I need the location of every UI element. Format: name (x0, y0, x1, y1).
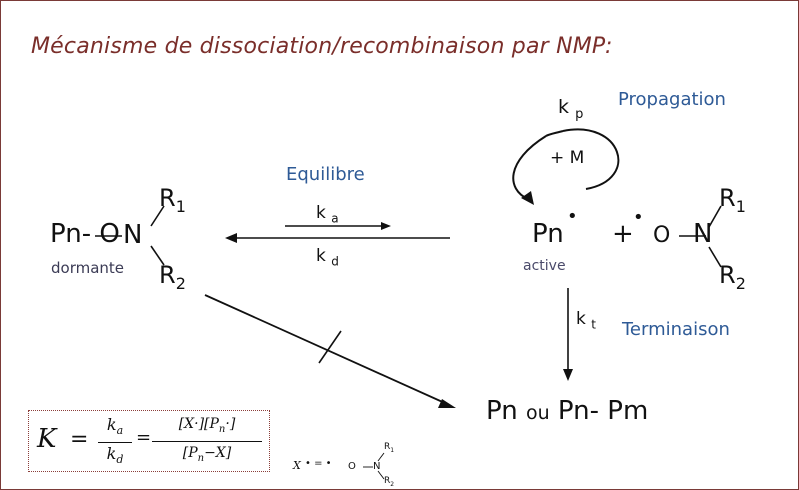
r2-label: R2 (159, 261, 186, 293)
kp-label: k p (558, 96, 584, 122)
equilibrium-constant-box (28, 410, 270, 472)
dormante-label: dormante (51, 259, 125, 277)
small-dot-eq: • = • (305, 458, 332, 469)
r1-label: R1 (159, 184, 186, 216)
active-label: active (523, 258, 566, 274)
propagation-arrowhead (521, 191, 534, 205)
small-r2-label: R2 (384, 476, 395, 488)
formula-equals-2: = (136, 427, 152, 448)
nitrogen-right-label: N (693, 219, 713, 249)
crossed-arrow (204, 294, 448, 405)
pn-o-label: Pn- O (50, 219, 120, 249)
formula-concentration-ratio: [X·][Pn·] [Pn−X] (152, 415, 262, 468)
equilibre-label: Equilibre (286, 164, 365, 185)
propagation-label: Propagation (618, 89, 726, 110)
small-r1-label: R1 (384, 442, 395, 454)
terminaison-label: Terminaison (622, 319, 730, 340)
radical-dot: • (567, 206, 578, 227)
ka-label: k a (316, 203, 339, 226)
kt-label: k t (576, 309, 596, 332)
backward-arrowhead (225, 233, 237, 243)
slide-title: Mécanisme de dissociation/recombinaison … (31, 34, 613, 59)
oxygen-label: O (653, 223, 671, 248)
product-label: Pn ou Pn- Pm (486, 396, 649, 426)
small-x-label: X (293, 459, 301, 472)
nitroxide-radical-dot: • (633, 207, 644, 228)
propagation-cycle-arrow (512, 128, 620, 200)
bond-n-r1 (150, 205, 165, 227)
r2-right-label: R2 (719, 261, 746, 293)
cross-mark (318, 330, 342, 364)
bond-n-r1-right (708, 205, 722, 228)
termination-arrowhead (563, 369, 573, 381)
formula-k: K (37, 424, 57, 454)
small-n-label: N (373, 461, 381, 472)
small-o-label: O (348, 461, 356, 472)
crossed-arrowhead (438, 399, 456, 408)
formula-ka-over-kd: ka kd (98, 416, 132, 469)
pn-active-label: Pn (532, 219, 564, 249)
plus-monomer-label: + M (550, 148, 585, 168)
bond-n-r2 (150, 245, 165, 266)
r1-right-label: R1 (719, 184, 746, 216)
plus-sign: + (612, 219, 634, 249)
forward-arrowhead (381, 222, 391, 230)
bond-n-r2-right (708, 246, 722, 268)
nitrogen-label: N (123, 220, 143, 250)
formula-equals: = (70, 427, 89, 452)
kd-label: k d (316, 246, 339, 269)
